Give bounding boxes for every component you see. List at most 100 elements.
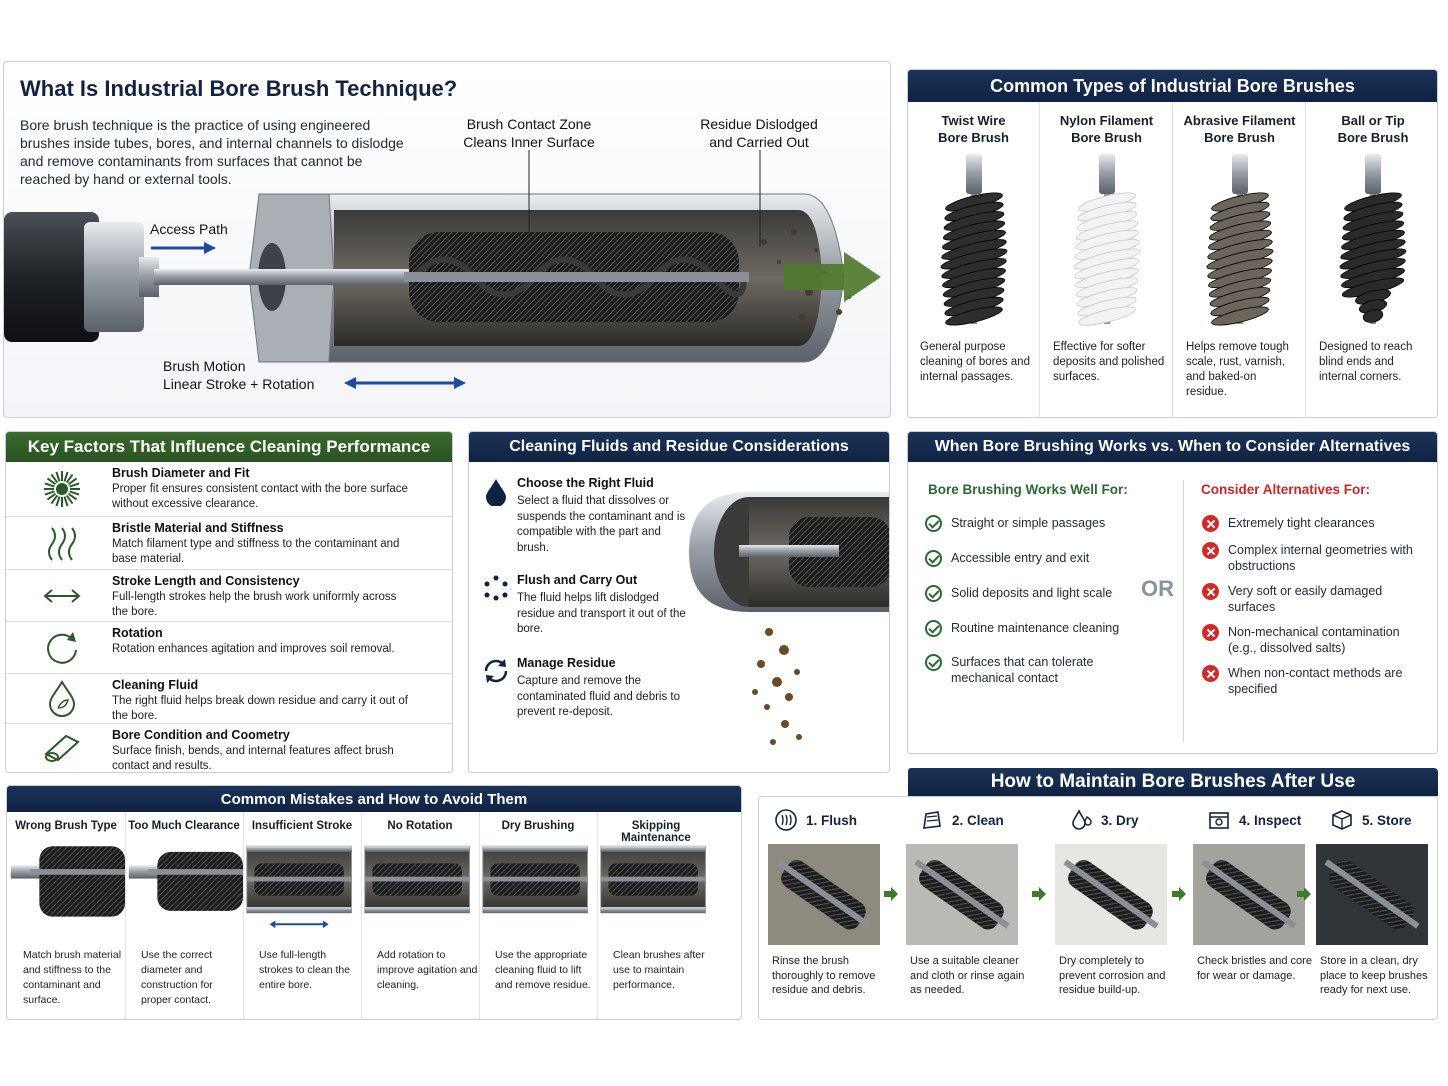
box-icon — [1332, 810, 1352, 830]
step-image — [1055, 844, 1167, 945]
factor-desc: Surface finish, bends, and internal feat… — [112, 745, 394, 772]
factor-desc: The right fluid helps break down residue… — [112, 695, 408, 722]
next-step-arrow-icon — [1032, 887, 1046, 901]
mistake-desc: Match brush material and stiffness to th… — [23, 949, 122, 1006]
factors-panel: Key Factors That Influence Cleaning Perf… — [5, 431, 453, 773]
factor-title: Cleaning Fluid — [112, 678, 199, 692]
access-path-label: Access Path — [150, 221, 228, 237]
mistake-image — [600, 845, 706, 914]
brush-type-desc: Effective for softer deposits and polish… — [1053, 341, 1165, 383]
x-icon — [1202, 515, 1219, 532]
alternative-item: Very soft or easily damaged surfaces — [1202, 583, 1418, 615]
x-icon — [1202, 665, 1219, 682]
brush-type-image — [1206, 154, 1274, 326]
mistake-desc: Use the appropriate cleaning fluid to li… — [495, 949, 591, 991]
step-image — [906, 844, 1018, 945]
step-image — [1316, 844, 1428, 945]
alternative-item: Complex internal geometries with obstruc… — [1202, 542, 1418, 574]
check-icon — [925, 515, 942, 532]
factor-title: Brush Diameter and Fit — [112, 466, 250, 480]
brush-type-desc: Helps remove tough scale, rust, varnish,… — [1186, 341, 1289, 398]
x-icon — [1202, 542, 1219, 559]
step-desc: Use a suitable cleaner and cloth or rins… — [910, 955, 1025, 996]
brush-type-image — [1339, 154, 1407, 324]
step-heading: 5. Store — [1330, 808, 1412, 832]
works-well-item: Routine maintenance cleaning — [925, 620, 1151, 637]
radial-brush-icon — [44, 471, 80, 507]
factor-desc: Proper fit ensures consistent contact wi… — [112, 483, 408, 510]
maintain-panel: How to Maintain Bore Brushes After Use 1… — [758, 768, 1438, 1020]
factor-desc: Match filament type and stiffness to the… — [112, 538, 400, 565]
step-heading: 4. Inspect — [1207, 808, 1301, 832]
flush-icon — [775, 809, 797, 831]
alternatives-title: Consider Alternatives For: — [1201, 482, 1371, 497]
intro-panel: What Is Industrial Bore Brush Technique?… — [3, 61, 891, 418]
mistake-title: No Rotation — [387, 820, 453, 832]
fluid-item-choose: Choose the Right Fluid Select a fluid th… — [481, 476, 691, 556]
x-icon — [1202, 624, 1219, 641]
bristles-icon — [48, 526, 76, 561]
mistake-title: Skipping Maintenance — [621, 820, 691, 844]
check-icon — [925, 654, 942, 671]
bristle-tuft — [945, 306, 1003, 326]
mistake-title: Dry Brushing — [501, 820, 575, 832]
works-well-item: Accessible entry and exit — [925, 550, 1151, 567]
dots-icon — [484, 575, 508, 601]
droplet-icon — [486, 479, 506, 506]
factor-title: Bore Condition and Coometry — [112, 728, 290, 742]
factor-title: Rotation — [112, 626, 163, 640]
bore-brush-illustration — [4, 150, 881, 389]
maintain-header: How to Maintain Bore Brushes After Use — [908, 768, 1438, 796]
fluid-flush-illustration — [689, 492, 889, 745]
or-label: OR — [1141, 576, 1174, 601]
mistake-desc: Use the correct diameter and constructio… — [141, 949, 213, 1006]
fluids-header: Cleaning Fluids and Residue Consideratio… — [469, 432, 889, 462]
brush-head — [404, 232, 749, 322]
fluid-item-flush: Flush and Carry Out The fluid helps lift… — [481, 573, 691, 643]
works-divider — [1183, 480, 1184, 742]
works-well-title: Bore Brushing Works Well For: — [928, 482, 1128, 497]
bristle-tuft — [1078, 306, 1136, 326]
mistake-image — [128, 851, 243, 911]
factor-title: Stroke Length and Consistency — [112, 574, 300, 588]
next-step-arrow-icon — [1297, 887, 1311, 901]
works-well-item: Solid deposits and light scale — [925, 585, 1151, 602]
drill-chuck — [84, 222, 144, 332]
works-well-item: Straight or simple passages — [925, 515, 1151, 532]
bristle-tuft — [1211, 306, 1269, 326]
x-icon — [1202, 583, 1219, 600]
alternative-item: Extremely tight clearances — [1202, 515, 1418, 532]
factor-desc: Rotation enhances agitation and improves… — [112, 643, 395, 655]
brush-type-desc: General purpose cleaning of bores and in… — [920, 341, 1030, 383]
brush-types-header: Common Types of Industrial Bore Brushes — [908, 70, 1437, 102]
drill-body — [4, 212, 99, 342]
mistake-desc: Add rotation to improve agitation and cl… — [377, 949, 478, 991]
droplet-leaf-icon — [48, 680, 76, 717]
mistake-title: Insufficient Stroke — [251, 820, 353, 832]
step-image — [1193, 844, 1305, 945]
page-title: What Is Industrial Bore Brush Technique? — [20, 76, 458, 101]
mistake-image — [364, 845, 470, 914]
step-heading: 2. Clean — [920, 808, 1004, 832]
check-icon — [925, 585, 942, 602]
mistake-image — [246, 845, 352, 929]
factor-title: Bristle Material and Stiffness — [112, 521, 284, 535]
tube-icon — [44, 734, 80, 762]
mistake-title: Too Much Clearance — [128, 820, 240, 832]
mistake-desc: Clean brushes after use to maintain perf… — [613, 949, 705, 991]
mistake-title: Wrong Brush Type — [15, 820, 117, 832]
